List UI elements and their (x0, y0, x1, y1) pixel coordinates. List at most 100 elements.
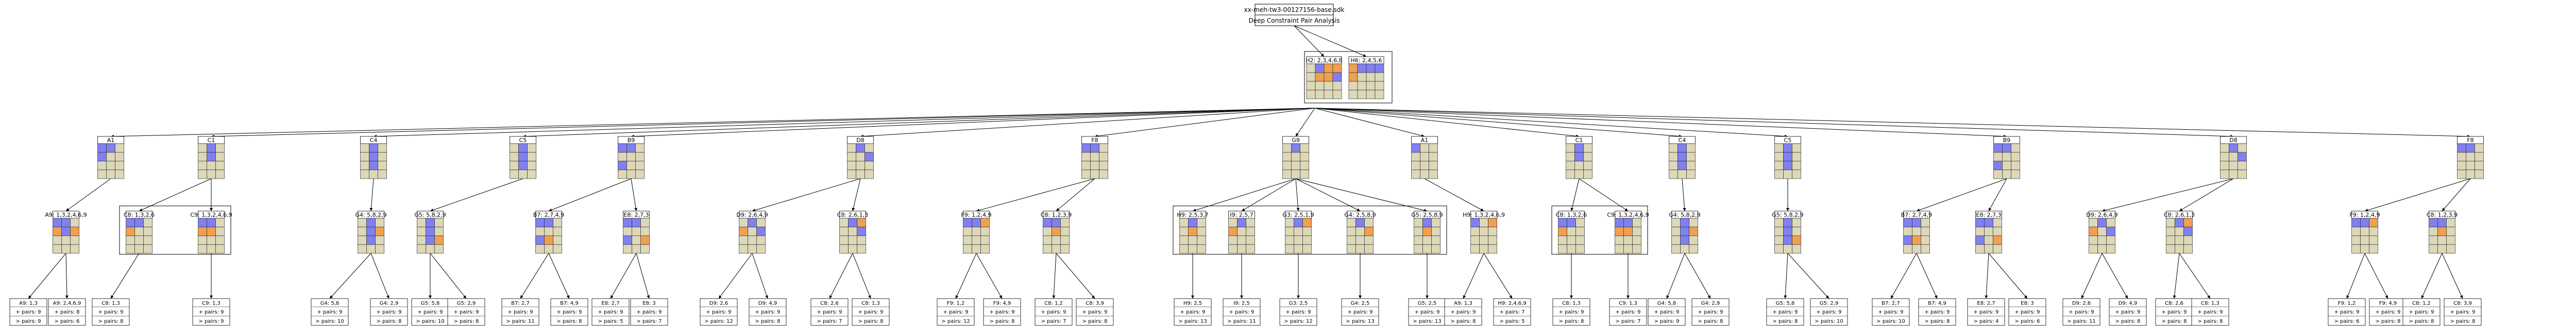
leaf-pairs: + pairs: 9 (453, 309, 479, 315)
grid-cell (1332, 90, 1342, 99)
grid-cell (366, 235, 376, 245)
level3-node: C8: 1,2,3,9 (1041, 211, 1072, 254)
leaf-box (1810, 298, 1848, 326)
grid-cell (1294, 235, 1303, 245)
grid-cell (2229, 161, 2238, 170)
leaf-box (370, 298, 408, 326)
level3-node: C9: 1,3,2,4,6,9 (1607, 211, 1649, 254)
leaf-label: C8: 1,2 (1044, 301, 1063, 306)
grid-cell (70, 227, 79, 236)
node-label: I9: 2,5,7 (1230, 212, 1253, 218)
grid-cell (1912, 244, 1921, 254)
grid-cell (1355, 227, 1365, 236)
tree-edge (65, 178, 111, 212)
grid-cell (1783, 244, 1792, 254)
tree-edge (1666, 253, 1685, 299)
level3-node: G5: 2,5,8,9 (1411, 211, 1443, 254)
grid-cell (207, 143, 216, 153)
leaf-pairs: + pairs: 9 (1558, 309, 1584, 315)
grid-cell (1179, 218, 1189, 228)
leaf-pairs: + pairs: 9 (598, 309, 623, 315)
grid-cell (756, 227, 766, 236)
leaf-box (1918, 298, 1956, 326)
tree-edge (860, 108, 1315, 138)
tree-edge (28, 253, 66, 299)
grid-cell (1179, 227, 1189, 236)
grid-cell (1792, 218, 1801, 228)
grid-cell (510, 169, 519, 179)
grid-cell (839, 227, 849, 236)
level3-node: B7: 2,7,4,9 (1901, 211, 1932, 254)
leaf-pairs: + pairs: 9 (1414, 309, 1439, 315)
grid-cell (1364, 235, 1374, 245)
grid-cell (2011, 152, 2020, 162)
leaf-box (1035, 298, 1073, 326)
grid-cell (215, 169, 225, 179)
level2-node: A1 (1411, 136, 1438, 179)
leaf-box (2402, 298, 2441, 326)
leaf-box (591, 298, 630, 326)
grid-cell (856, 161, 865, 170)
tree-edge (2442, 253, 2463, 299)
grid-cell (1583, 143, 1592, 153)
leaf-label: D9: 4,9 (2119, 301, 2138, 306)
leaf-pairs: + pairs: 9 (556, 309, 582, 315)
grid-cell (1375, 72, 1384, 82)
level4-leaf: G5: 2,9+ pairs: 9> pairs: 10 (1810, 298, 1848, 326)
grid-cell (756, 244, 766, 254)
grid-cell (1488, 218, 1497, 228)
title-box: xx-meh-tw3-00127156-base.sdk Deep Constr… (1244, 4, 1344, 26)
grid-cell (1414, 244, 1423, 254)
node-label: A9: 1,3,2,4,6,9 (45, 212, 87, 218)
grid-cell (2229, 143, 2238, 153)
grid-cell (1294, 244, 1303, 254)
grid-cell (375, 227, 384, 236)
grid-cell (972, 235, 981, 245)
grid-cell (1567, 218, 1576, 228)
grid-cell (143, 235, 152, 245)
level3-node: F9: 1,2,4,9 (2349, 211, 2380, 254)
node-label: G5: 5,8,2,9 (414, 212, 446, 218)
grid-cell (1090, 152, 1099, 162)
grid-cell (1375, 63, 1384, 73)
grid-cell (1081, 152, 1091, 162)
tree-edge (211, 108, 1315, 138)
leaf-label: I9: 2,5 (1233, 301, 1250, 306)
leaf-box (810, 298, 849, 326)
leaf-box (2191, 298, 2229, 326)
grid-cell (1291, 143, 1300, 153)
grid-cell (1285, 244, 1294, 254)
grid-cell (2429, 227, 2438, 236)
grid-cell (1774, 235, 1784, 245)
level4-leaf: F9: 1,2+ pairs: 9> pairs: 6 (2328, 298, 2366, 326)
level2-node: D8 (847, 136, 874, 179)
node-label: G9 (1292, 137, 1300, 144)
grid-cell (739, 218, 748, 228)
grid-cell (1081, 143, 1091, 153)
grid-cell (126, 227, 135, 236)
leaf-pairs-after: > pairs: 8 (2197, 319, 2223, 324)
level3-group-box (1173, 205, 1447, 255)
tree-edge (2346, 253, 2365, 299)
grid-cell (2437, 227, 2447, 236)
grid-cell (53, 235, 62, 245)
leaf-label: G5: 5,8 (421, 301, 440, 306)
grid-cell (1291, 161, 1300, 170)
tree-edge (1483, 253, 1513, 299)
grid-cell (1921, 218, 1930, 228)
leaf-pairs-after: > pairs: 8 (1082, 319, 1107, 324)
grid-cell (980, 218, 990, 228)
leaf-box (501, 298, 539, 326)
level2-node: A1 (97, 136, 124, 179)
leaf-label: G5: 2,9 (1820, 301, 1839, 306)
grid-cell (635, 152, 645, 162)
level1-node: H2: 2,3,4,6,8 (1306, 56, 1343, 99)
level4-leaf: B7: 4,9+ pairs: 9> pairs: 8 (1918, 298, 1956, 326)
grid-cell (366, 244, 376, 254)
grid-cell (518, 152, 528, 162)
grid-cell (378, 169, 387, 179)
node-label: H2: 2,3,4,6,8 (1306, 57, 1342, 64)
grid-cell (1993, 235, 2002, 245)
grid-cell (1099, 143, 1108, 153)
